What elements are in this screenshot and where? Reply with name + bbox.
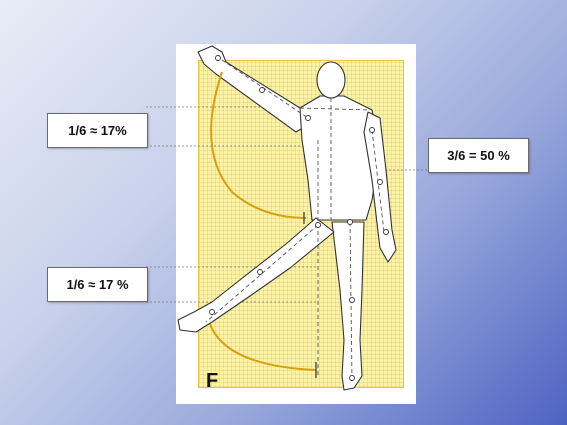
human-silhouette bbox=[178, 46, 396, 390]
panel-letter: F bbox=[206, 370, 218, 393]
label-upper-left: 1/6 ≈ 17% bbox=[47, 113, 148, 148]
leg-arc bbox=[210, 324, 316, 370]
label-right: 3/6 = 50 % bbox=[428, 138, 529, 173]
label-lower-left: 1/6 ≈ 17 % bbox=[47, 267, 148, 302]
